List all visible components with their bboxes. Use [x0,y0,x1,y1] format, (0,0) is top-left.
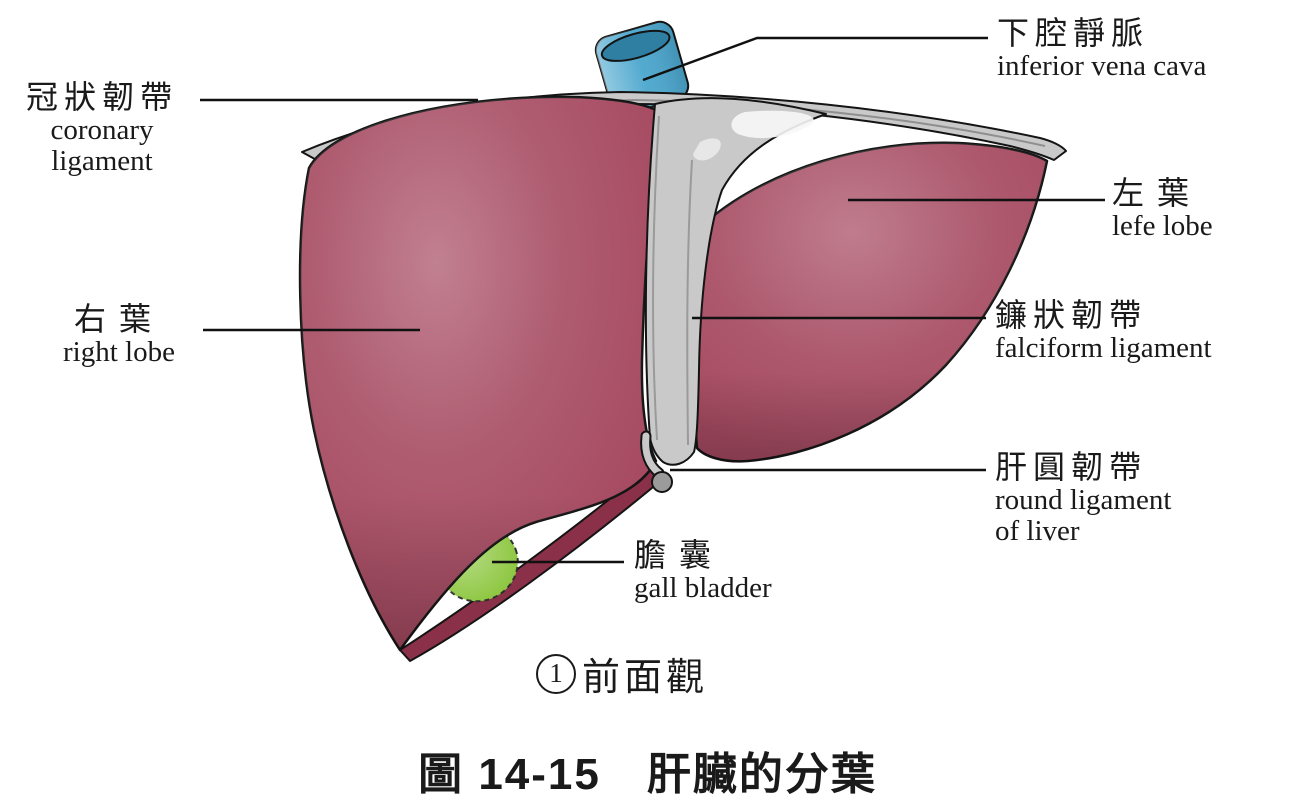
falciform-ligament-label-zh: 鐮狀韌帶 [995,297,1148,333]
coronary-ligament-label: 冠狀韌帶 coronary ligament [4,80,200,177]
gall-bladder-label: 膽囊 gall bladder [634,538,772,604]
ligament-highlight [731,110,814,139]
falciform-ligament-label-en: falciform ligament [995,331,1212,364]
falciform-ligament-label: 鐮狀韌帶 falciform ligament [995,298,1212,364]
ivc-opening [600,29,671,62]
round-ligament-shape [640,430,673,493]
right-lobe-label-en: right lobe [63,335,175,368]
right-lobe-label-zh: 右葉 [73,301,164,337]
ligament-highlight-small [693,138,721,161]
right-lobe-label: 右葉 right lobe [36,302,202,368]
falciform-ligament-shape [644,97,827,466]
round-ligament-label-zh: 肝圓韌帶 [995,449,1148,485]
left-lobe-label-en: lefe lobe [1112,209,1213,242]
gall-bladder-label-zh: 膽囊 [634,537,725,573]
leader-inferior-vena-cava [642,36,988,82]
round-ligament-label-en1: round ligament [995,483,1172,516]
left-lobe-label-zh: 左葉 [1112,175,1203,211]
inferior-vena-cava-label-zh: 下腔靜脈 [997,15,1150,51]
coronary-ligament-label-en2: ligament [51,144,153,177]
round-ligament-label-en2: of liver [995,514,1080,547]
view-number-circle: 1 [536,653,576,694]
round-ligament-knob [651,471,673,493]
inferior-vena-cava-label-en: inferior vena cava [997,49,1207,82]
inferior-vena-cava-label: 下腔靜脈 inferior vena cava [997,16,1206,82]
left-lobe-shape [692,141,1049,463]
figure-title: 圖 14-15 肝臟的分葉 [418,750,877,799]
right-lobe-shape [298,95,662,652]
gall-bladder-label-en: gall bladder [634,571,772,604]
coronary-ligament-label-en1: coronary [50,113,154,146]
coronary-ligament-label-zh: 冠狀韌帶 [25,79,178,115]
falciform-inner-line-right [686,159,693,446]
left-lobe-label: 左葉 lefe lobe [1112,176,1213,242]
view-caption-text: 前面觀 [582,657,709,699]
view-caption: 1 前面觀 [536,646,708,701]
leader-lines [200,36,1105,564]
falciform-inner-line-left [652,115,660,441]
round-ligament-label: 肝圓韌帶 round ligament of liver [995,450,1171,547]
